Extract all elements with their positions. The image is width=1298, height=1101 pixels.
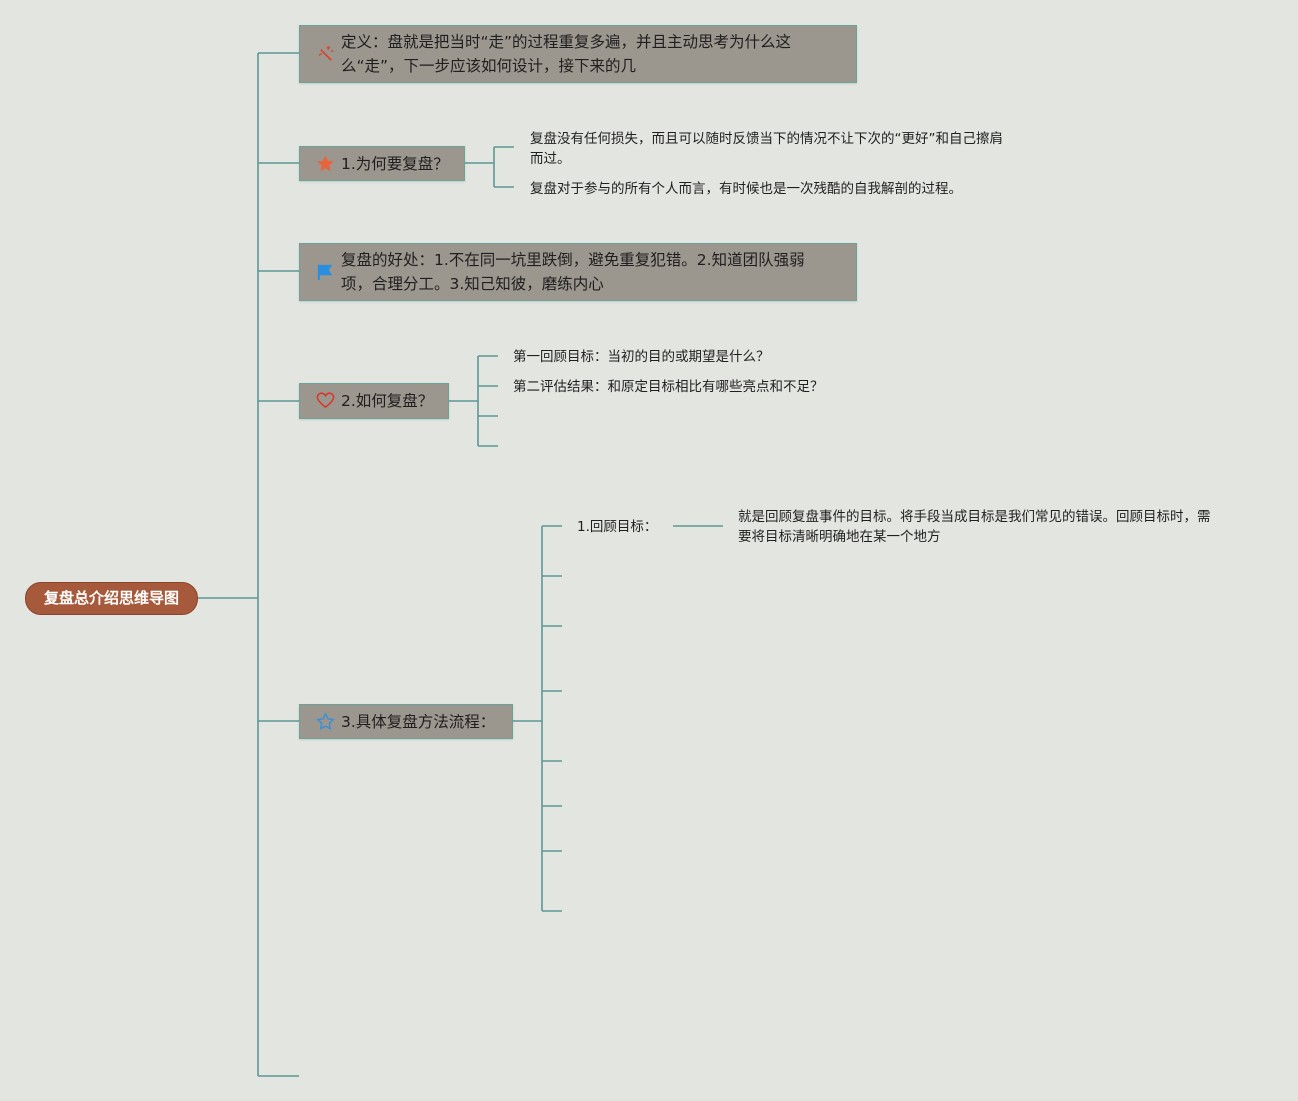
topic-definition-text: 定义：盘就是把当时“走”的过程重复多遍，并且主动思考为什么这 么“走”，下一步应… bbox=[341, 33, 792, 75]
star-outline-icon bbox=[316, 712, 335, 731]
magic-wand-icon bbox=[316, 44, 335, 63]
star-icon bbox=[316, 154, 335, 173]
topic-definition[interactable]: 定义：盘就是把当时“走”的过程重复多遍，并且主动思考为什么这 么“走”，下一步应… bbox=[299, 25, 857, 83]
why-child-2[interactable]: 复盘对于参与的所有个人而言，有时候也是一次残酷的自我解剖的过程。 bbox=[530, 181, 962, 197]
how-child-1[interactable]: 第一回顾目标：当初的目的或期望是什么？ bbox=[513, 349, 770, 365]
topic-process-label: 3.具体复盘方法流程： bbox=[341, 712, 496, 731]
trunk-connectors bbox=[198, 52, 299, 1077]
how-child-2[interactable]: 第二评估结果：和原定目标相比有哪些亮点和不足？ bbox=[513, 379, 824, 395]
topic-benefits[interactable]: 复盘的好处：1.不在同一坑里跌倒，避免重复犯错。2.知道团队强弱 项，合理分工。… bbox=[299, 243, 857, 301]
topic-process[interactable]: 3.具体复盘方法流程： bbox=[299, 704, 513, 739]
how-connectors bbox=[448, 355, 498, 447]
topic-why-label: 1.为何要复盘？ bbox=[341, 154, 449, 173]
topic-benefits-text: 复盘的好处：1.不在同一坑里跌倒，避免重复犯错。2.知道团队强弱 项，合理分工。… bbox=[341, 251, 805, 293]
flag-icon bbox=[316, 262, 335, 281]
why-child-1[interactable]: 复盘没有任何损失，而且可以随时反馈当下的情况不让下次的“更好”和自己擦肩 而过。 bbox=[530, 131, 1003, 167]
why-connectors bbox=[464, 146, 514, 188]
heart-icon bbox=[316, 391, 335, 410]
process-child-1[interactable]: 1.回顾目标： bbox=[577, 519, 658, 535]
root-topic[interactable]: 复盘总介绍思维导图 bbox=[25, 582, 198, 615]
topic-how-label: 2.如何复盘？ bbox=[341, 392, 434, 410]
process-child-1-detail[interactable]: 就是回顾复盘事件的目标。将手段当成目标是我们常见的错误。回顾目标时，需 要将目标… bbox=[738, 509, 1211, 545]
process-connectors bbox=[512, 525, 723, 912]
topic-how[interactable]: 2.如何复盘？ bbox=[299, 383, 449, 419]
topic-why[interactable]: 1.为何要复盘？ bbox=[299, 146, 465, 181]
